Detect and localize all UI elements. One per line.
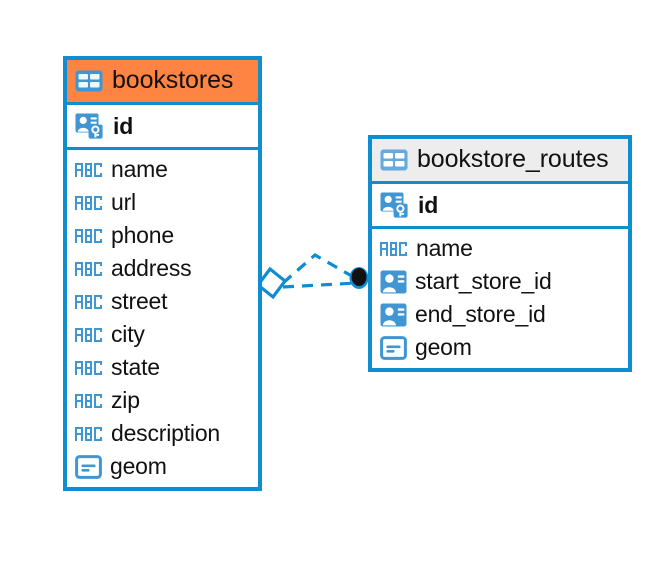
field-row-start-store-id[interactable]: start_store_id (372, 265, 628, 298)
entity-header-bookstores[interactable]: bookstores (67, 60, 258, 105)
field-label: state (111, 354, 160, 381)
entity-header-bookstore-routes[interactable]: bookstore_routes (372, 139, 628, 184)
field-row-name[interactable]: name (372, 232, 628, 265)
field-label: name (111, 156, 168, 183)
field-row-id[interactable]: id (372, 184, 628, 226)
field-label: street (111, 288, 168, 315)
relationship-endpoint-marker (349, 267, 369, 289)
field-label: phone (111, 222, 174, 249)
field-row-street[interactable]: street (67, 285, 258, 318)
foreign-key-icon (380, 270, 407, 293)
field-row-description[interactable]: description (67, 417, 258, 450)
relationship-branch-upper (281, 253, 358, 285)
field-row-zip[interactable]: zip (67, 384, 258, 417)
primary-key-icon (75, 113, 103, 139)
entity-key-band-bookstore-routes: id (372, 184, 628, 229)
relationship-branch-lower (282, 281, 358, 289)
field-label: url (111, 189, 136, 216)
field-label: id (113, 112, 134, 139)
entity-title: bookstore_routes (417, 145, 609, 173)
text-abc-icon (75, 261, 102, 276)
foreign-key-icon (380, 303, 407, 326)
entity-field-list-bookstore-routes: name start_store_id (372, 229, 628, 368)
text-abc-icon (75, 195, 102, 210)
field-row-state[interactable]: state (67, 351, 258, 384)
entity-title: bookstores (112, 66, 234, 94)
table-icon (380, 149, 408, 170)
text-abc-icon (75, 294, 102, 309)
field-row-geom[interactable]: geom (67, 450, 258, 483)
field-label: start_store_id (415, 268, 552, 295)
primary-key-icon (380, 192, 408, 218)
field-row-url[interactable]: url (67, 186, 258, 219)
text-abc-icon (75, 162, 102, 177)
field-label: address (111, 255, 192, 282)
text-abc-icon (75, 360, 102, 375)
text-abc-icon (75, 393, 102, 408)
field-label: id (418, 191, 439, 218)
field-label: name (416, 235, 473, 262)
geometry-icon (380, 335, 407, 360)
field-row-phone[interactable]: phone (67, 219, 258, 252)
field-label: description (111, 420, 221, 447)
field-row-name[interactable]: name (67, 153, 258, 186)
field-row-end-store-id[interactable]: end_store_id (372, 298, 628, 331)
field-row-address[interactable]: address (67, 252, 258, 285)
entity-bookstores[interactable]: bookstores id (63, 56, 262, 491)
field-label: end_store_id (415, 301, 546, 328)
field-row-geom[interactable]: geom (372, 331, 628, 364)
entity-field-list-bookstores: name url (67, 150, 258, 487)
field-label: city (111, 321, 145, 348)
field-row-city[interactable]: city (67, 318, 258, 351)
relationship-diamond-marker (255, 266, 288, 300)
geometry-icon (75, 454, 102, 479)
table-icon (75, 70, 103, 91)
entity-bookstore-routes[interactable]: bookstore_routes id (368, 135, 632, 372)
field-label: geom (415, 334, 472, 361)
entity-key-band-bookstores: id (67, 105, 258, 150)
text-abc-icon (75, 327, 102, 342)
text-abc-icon (380, 241, 407, 256)
field-label: geom (110, 453, 167, 480)
text-abc-icon (75, 426, 102, 441)
field-row-id[interactable]: id (67, 105, 258, 147)
text-abc-icon (75, 228, 102, 243)
field-label: zip (111, 387, 140, 414)
